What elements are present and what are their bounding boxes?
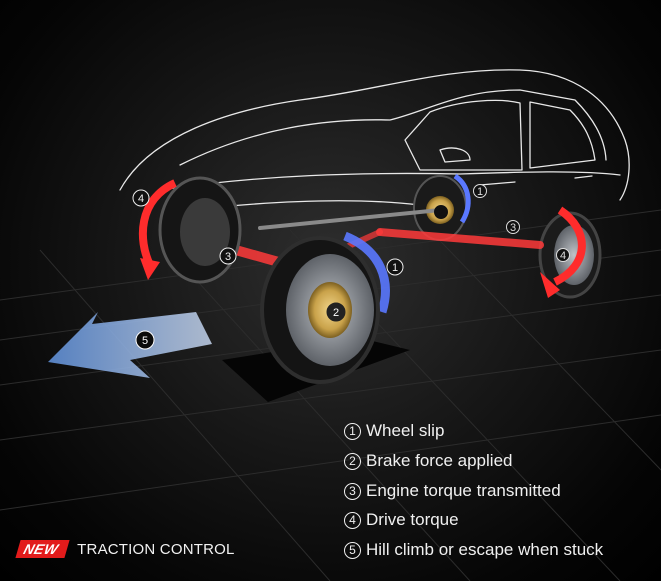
legend-item-hill-climb: 5 Hill climb or escape when stuck: [344, 539, 603, 561]
rear-left-wheel: [158, 176, 242, 284]
wheel-slip-arc-rear: [453, 173, 471, 224]
legend-item-wheel-slip: 1 Wheel slip: [344, 420, 444, 442]
legend-item-engine-torque: 3 Engine torque transmitted: [344, 480, 561, 502]
svg-text:3: 3: [510, 222, 516, 234]
wheel-slip-arc-front: [343, 231, 390, 314]
svg-text:2: 2: [333, 307, 339, 319]
drive-torque-arrowhead-right: [540, 272, 560, 298]
legend-label: Brake force applied: [366, 451, 513, 470]
marker-wheel-slip-rear: 1: [473, 184, 487, 198]
legend-label: Wheel slip: [366, 421, 445, 440]
svg-text:2: 2: [438, 207, 444, 219]
legend-item-drive-torque: 4 Drive torque: [344, 509, 459, 531]
legend-label: Engine torque transmitted: [366, 481, 561, 500]
new-tag: NEW: [15, 540, 70, 558]
marker-engine-torque-left: 3: [219, 247, 237, 265]
legend-number: 2: [344, 452, 361, 470]
svg-text:1: 1: [477, 186, 483, 198]
front-left-wheel: [260, 236, 380, 384]
legend-number: 5: [344, 541, 361, 559]
legend-number: 4: [344, 511, 361, 529]
marker-hill-climb: 5: [135, 330, 155, 350]
legend-number: 1: [344, 422, 361, 440]
diagram-markers: 1 2 3 4 4 3 1 2 5: [132, 184, 570, 350]
svg-text:4: 4: [560, 250, 566, 262]
feature-badge: NEW TRACTION CONTROL: [15, 540, 235, 558]
legend-label: Hill climb or escape when stuck: [366, 540, 604, 559]
legend-label: Drive torque: [366, 510, 459, 529]
svg-text:1: 1: [392, 262, 398, 274]
drive-torque-arc-right: [553, 206, 586, 286]
svg-text:5: 5: [142, 335, 148, 347]
marker-wheel-slip-front: 1: [386, 258, 404, 276]
svg-text:3: 3: [225, 251, 231, 263]
drive-torque-arc-left: [138, 179, 177, 267]
marker-brake-rear: 2: [434, 205, 448, 219]
car-outline: [119, 69, 630, 211]
drive-torque-arrowhead-left: [140, 258, 160, 280]
legend-item-brake-force: 2 Brake force applied: [344, 450, 512, 472]
escape-direction-arrow: [48, 312, 212, 378]
drivetrain: [195, 208, 544, 273]
legend-number: 3: [344, 482, 361, 500]
marker-drive-torque-left: 4: [132, 189, 150, 207]
marker-brake-front: 2: [326, 302, 346, 322]
marker-engine-torque-right: 3: [506, 220, 520, 234]
marker-drive-torque-right: 4: [556, 248, 570, 262]
svg-text:4: 4: [138, 193, 144, 205]
feature-title: TRACTION CONTROL: [77, 540, 235, 558]
